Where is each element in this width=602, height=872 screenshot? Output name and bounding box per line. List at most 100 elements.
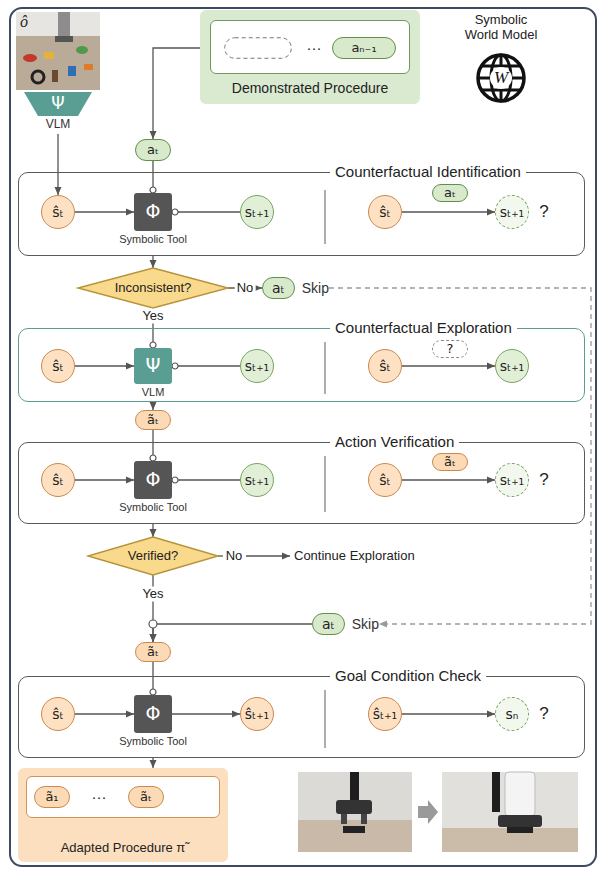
state-circle: ŝₜ xyxy=(368,349,402,383)
scene-photo xyxy=(58,12,70,38)
result-photo xyxy=(492,772,500,812)
connector xyxy=(153,624,312,642)
section-title: Counterfactual Identification xyxy=(330,162,526,182)
connector xyxy=(172,211,240,212)
connector xyxy=(329,288,591,624)
state-circle: sₜ₊₁ xyxy=(495,463,529,497)
state-label: ŝₜ xyxy=(379,472,390,488)
scene-photo xyxy=(55,36,73,42)
state-label: ŝₜ xyxy=(52,706,63,722)
tool-caption: Symbolic Tool xyxy=(119,735,187,748)
skip-label: Skip xyxy=(302,280,329,296)
connector-layer xyxy=(58,48,591,768)
annotation: ? xyxy=(539,470,548,490)
section-divider xyxy=(324,456,325,512)
state-circle: ŝₜ xyxy=(368,463,402,497)
section-title: Counterfactual Exploration xyxy=(330,318,517,338)
connector xyxy=(402,713,495,714)
result-photo xyxy=(442,828,578,852)
state-circle: ŝₜ xyxy=(41,349,75,383)
state-circle: ŝₜ₊₁ xyxy=(368,697,402,731)
section-divider xyxy=(324,190,325,244)
tool-symbol: Φ xyxy=(146,703,161,725)
state-circle: sₙ xyxy=(495,697,529,731)
annotation: ? xyxy=(539,704,548,724)
connector xyxy=(402,365,495,366)
tool-box: ΦSymbolic Tool xyxy=(134,695,172,733)
merge-point xyxy=(149,620,157,628)
annotation: ··· xyxy=(92,788,107,805)
state-label: ŝₜ xyxy=(379,358,390,374)
result-photo xyxy=(507,827,533,833)
scene-photo xyxy=(76,46,88,54)
state-label: ŝₜ₊₁ xyxy=(373,706,397,722)
unknown-action-pill: ? xyxy=(432,340,468,358)
connector xyxy=(172,713,240,714)
state-label: sₜ₊₁ xyxy=(500,204,524,220)
panel-title: Adapted Procedure π̃ xyxy=(18,841,228,856)
connector xyxy=(75,479,134,480)
vlm-box: ΨVLM xyxy=(134,348,172,384)
connector xyxy=(152,662,153,695)
state-circle: ŝₜ xyxy=(41,697,75,731)
edge-label: Yes xyxy=(140,587,165,602)
state-label: ŝₜ xyxy=(52,358,63,374)
tool-caption: Symbolic Tool xyxy=(119,501,187,514)
state-label: ŝₜ xyxy=(379,204,390,220)
vlm-trapezoid: Ψ VLM xyxy=(24,92,92,134)
tool-symbol: Φ xyxy=(146,469,161,491)
result-photo xyxy=(505,772,535,816)
annotation: ··· xyxy=(307,39,322,56)
state-label: sₜ₊₁ xyxy=(500,358,524,374)
scene-photo xyxy=(44,52,54,59)
decision-diamond: Inconsistent? xyxy=(78,268,228,308)
scene-photo xyxy=(16,12,100,90)
state-circle: sₜ₊₁ xyxy=(240,349,274,383)
no-branch-arrow xyxy=(246,555,290,556)
result-photo xyxy=(361,814,367,824)
action-label: ãₜ xyxy=(147,413,159,428)
action-label: ã₁ xyxy=(45,790,58,805)
section-divider xyxy=(324,342,325,394)
decision-label: Verified? xyxy=(128,549,179,564)
result-photo xyxy=(298,820,412,852)
model-symbol: Ψ xyxy=(24,92,92,116)
state-circle: sₜ₊₁ xyxy=(495,195,529,229)
annotation: No xyxy=(226,549,243,564)
connector xyxy=(152,758,153,768)
action-label: aₙ₋₁ xyxy=(351,41,376,56)
diamond-shape xyxy=(78,268,228,308)
connector xyxy=(152,524,153,537)
tool-box: ΦSymbolic Tool xyxy=(134,193,172,231)
connector xyxy=(152,430,153,461)
state-circle: sₜ₊₁ xyxy=(495,349,529,383)
section-divider xyxy=(324,690,325,748)
icon-title: Symbolic World Model xyxy=(458,12,544,42)
result-photo xyxy=(343,826,365,833)
annotation: ô xyxy=(20,13,28,31)
result-photo xyxy=(418,800,438,824)
action-pill: aₜ xyxy=(135,139,171,161)
scene-photo xyxy=(23,54,37,62)
skip-pill: aₜ xyxy=(312,613,345,635)
stage-section: Counterfactual ExplorationŝₜΨVLMsₜ₊₁ŝₜ?s… xyxy=(18,328,585,402)
stage-section: Action VerificationŝₜΦSymbolic Toolsₜ₊₁ŝ… xyxy=(18,442,585,524)
decision-label: Inconsistent? xyxy=(115,281,192,296)
action-pill: aₙ₋₁ xyxy=(332,37,396,59)
result-photo xyxy=(341,814,347,824)
scene-photo xyxy=(16,12,100,90)
placeholder-action xyxy=(224,37,292,59)
action-label: aₜ xyxy=(444,186,456,201)
connector xyxy=(57,134,58,195)
skip-action: aₜ Skip xyxy=(262,277,329,299)
stage-section: Goal Condition CheckŝₜΦSymbolic Toolŝₜ₊₁… xyxy=(18,676,585,758)
model-caption: VLM xyxy=(24,118,92,132)
edge-label: No xyxy=(235,281,256,296)
skip-pill: aₜ xyxy=(262,277,295,299)
diamond-shape xyxy=(88,537,218,575)
state-label: sₜ₊₁ xyxy=(500,472,524,488)
result-photo xyxy=(498,815,542,827)
